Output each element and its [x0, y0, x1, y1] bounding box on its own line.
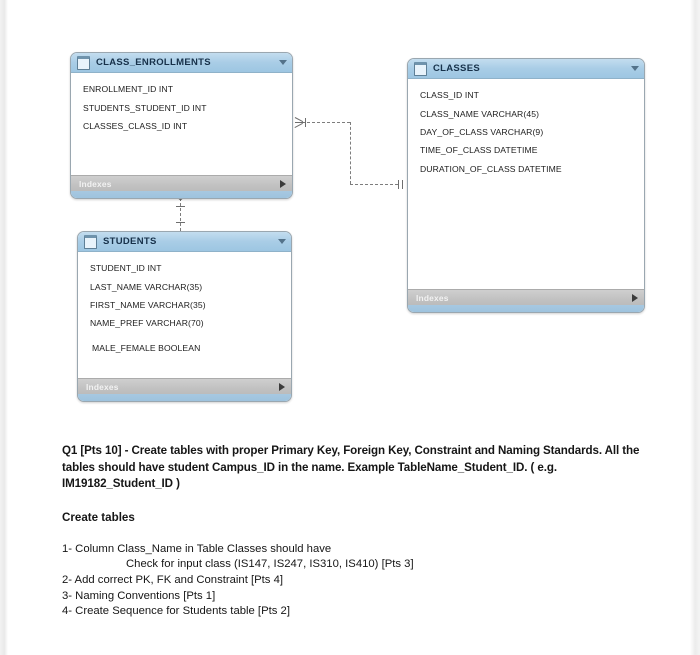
one-marker-icon-enrollments-classes-a — [305, 118, 306, 127]
list-item-detail: Check for input class (IS147, IS247, IS3… — [126, 558, 414, 571]
requirements-list: 1- Column Class_Name in Table Classes sh… — [62, 542, 662, 620]
er-indexes-bar-students[interactable]: Indexes — [78, 378, 291, 394]
caret-right-icon[interactable] — [280, 179, 286, 188]
page-edge-right-shadow — [690, 0, 700, 655]
page-edge-left-shadow — [0, 0, 8, 655]
question-title: Q1 [Pts 10] - Create tables with proper … — [62, 444, 640, 491]
er-indexes-bar-class-enrollments[interactable]: Indexes — [71, 175, 292, 191]
er-indexes-label: Indexes — [86, 381, 119, 392]
er-field: DAY_OF_CLASS VARCHAR(9) — [420, 126, 544, 137]
list-item: 4- Create Sequence for Students table [P… — [62, 605, 290, 618]
relation-enrollments-classes-seg3 — [350, 184, 398, 185]
er-field: ENROLLMENT_ID INT — [83, 84, 174, 95]
one-marker-icon-enrollments-students-b — [176, 222, 185, 223]
caret-right-icon[interactable] — [632, 293, 638, 302]
er-field: CLASSES_CLASS_ID INT — [83, 120, 188, 131]
er-field: LAST_NAME VARCHAR(35) — [90, 281, 203, 292]
list-item: 1- Column Class_Name in Table Classes sh… — [62, 542, 332, 555]
er-table-header-students[interactable]: STUDENTS — [78, 232, 291, 252]
er-table-fields-students: STUDENT_ID INT LAST_NAME VARCHAR(35) FIR… — [78, 252, 291, 378]
er-indexes-label: Indexes — [79, 178, 112, 189]
one-marker-icon-enrollments-classes-c — [402, 180, 403, 189]
caret-down-icon[interactable] — [631, 66, 639, 71]
er-table-class-enrollments[interactable]: CLASS_ENROLLMENTS ENROLLMENT_ID INT STUD… — [70, 52, 293, 199]
relation-enrollments-students-seg1 — [180, 198, 181, 231]
er-field: STUDENTS_STUDENT_ID INT — [83, 102, 207, 113]
er-field: MALE_FEMALE BOOLEAN — [92, 342, 201, 353]
er-table-base-bar — [408, 305, 644, 312]
list-item: 3- Naming Conventions [Pts 1] — [62, 589, 216, 602]
one-marker-icon-enrollments-students-a — [176, 206, 185, 207]
er-field: STUDENT_ID INT — [90, 263, 162, 274]
one-marker-icon-enrollments-classes-b — [398, 180, 399, 189]
caret-down-icon[interactable] — [278, 239, 286, 244]
er-field: CLASS_NAME VARCHAR(45) — [420, 108, 540, 119]
er-table-header-class-enrollments[interactable]: CLASS_ENROLLMENTS — [71, 53, 292, 73]
er-table-fields-classes: CLASS_ID INT CLASS_NAME VARCHAR(45) DAY_… — [408, 79, 644, 289]
er-table-title: STUDENTS — [103, 236, 157, 247]
er-diagram: CLASS_ENROLLMENTS ENROLLMENT_ID INT STUD… — [0, 0, 700, 420]
er-table-students[interactable]: STUDENTS STUDENT_ID INT LAST_NAME VARCHA… — [77, 231, 292, 402]
table-icon — [414, 61, 427, 76]
caret-right-icon[interactable] — [279, 382, 285, 391]
table-icon — [84, 234, 97, 249]
crows-foot-icon-enrollments-classes — [295, 117, 304, 128]
er-table-classes[interactable]: CLASSES CLASS_ID INT CLASS_NAME VARCHAR(… — [407, 58, 645, 313]
create-tables-subtitle: Create tables — [62, 510, 135, 524]
er-field: NAME_PREF VARCHAR(70) — [90, 318, 204, 329]
er-table-fields-class-enrollments: ENROLLMENT_ID INT STUDENTS_STUDENT_ID IN… — [71, 73, 292, 175]
er-table-title: CLASSES — [433, 63, 480, 74]
er-field: FIRST_NAME VARCHAR(35) — [90, 299, 206, 310]
question-content: Q1 [Pts 10] - Create tables with proper … — [62, 443, 662, 620]
table-icon — [77, 55, 90, 70]
er-field: TIME_OF_CLASS DATETIME — [420, 145, 538, 156]
er-field: DURATION_OF_CLASS DATETIME — [420, 163, 562, 174]
list-item: 2- Add correct PK, FK and Constraint [Pt… — [62, 573, 284, 586]
relation-enrollments-classes-seg1 — [302, 122, 350, 123]
er-table-title: CLASS_ENROLLMENTS — [96, 57, 211, 68]
er-table-base-bar — [71, 191, 292, 198]
relation-enrollments-classes-seg2 — [350, 122, 351, 184]
er-table-header-classes[interactable]: CLASSES — [408, 59, 644, 79]
er-table-base-bar — [78, 394, 291, 401]
caret-down-icon[interactable] — [279, 60, 287, 65]
er-indexes-bar-classes[interactable]: Indexes — [408, 289, 644, 305]
er-indexes-label: Indexes — [416, 292, 449, 303]
er-field: CLASS_ID INT — [420, 90, 479, 101]
